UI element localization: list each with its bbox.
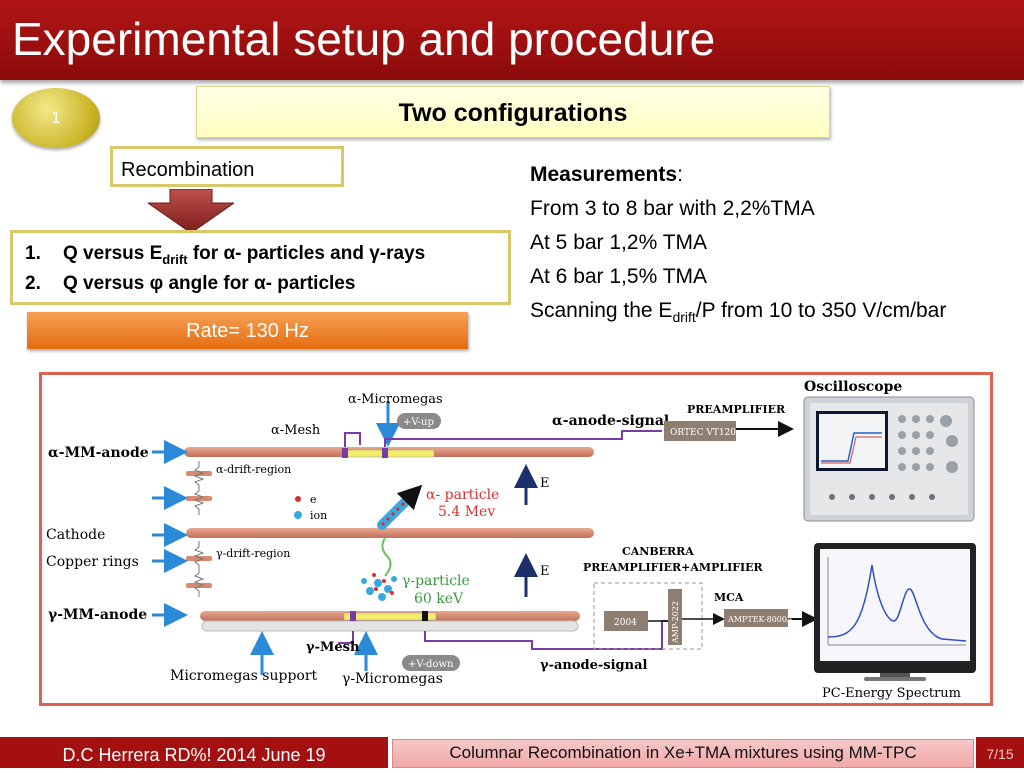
resistor-chain-icon xyxy=(193,461,205,597)
ion-dot-icon xyxy=(294,511,302,519)
copper-rings xyxy=(186,471,212,588)
gamma-mm-anode-label: γ-MM-anode xyxy=(48,607,147,623)
alpha-signal-wire xyxy=(384,430,662,447)
gamma-anode-signal-label: γ-anode-signal xyxy=(540,658,648,673)
list-item-text-end: for α- particles and γ-rays xyxy=(187,243,426,264)
alpha-energy-label: 5.4 Mev xyxy=(438,504,495,520)
mca-label: MCA xyxy=(714,591,744,604)
list-item-subscript: drift xyxy=(162,251,188,267)
gamma-anode-connector xyxy=(422,611,428,621)
alpha-mesh-wire xyxy=(344,432,361,447)
alpha-drift-region-label: α-drift-region xyxy=(216,463,291,476)
e-field-bottom-label: E xyxy=(540,564,550,579)
box-2004-label: 2004 xyxy=(614,618,637,628)
rate-bar: Rate= 130 Hz xyxy=(27,312,468,349)
gamma-micromegas-strip xyxy=(343,612,437,621)
alpha-mm-anode-label: α-MM-anode xyxy=(48,445,149,461)
list-item-text: Q versus φ angle for α- particles xyxy=(63,273,356,294)
list-item: 1. Q versus Edrift for α- particles and γ… xyxy=(25,239,508,269)
configurations-heading: Two configurations xyxy=(196,86,830,138)
canberra-dashed-frame xyxy=(593,582,703,650)
oscilloscope-label: Oscilloscope xyxy=(804,379,902,395)
setup-diagram-svg: α-Micromegas +V-up α-Mesh α-anode-signal… xyxy=(46,379,976,701)
alpha-anode-signal-label: α-anode-signal xyxy=(552,413,669,429)
down-arrow-icon xyxy=(148,189,234,233)
measurement-line-text-end: /P from 10 to 350 V/cm/bar xyxy=(695,299,947,322)
recombination-label: Recombination xyxy=(110,146,344,187)
slide-title: Experimental setup and procedure xyxy=(12,13,716,65)
box-2004 xyxy=(604,611,648,631)
measurement-line: At 6 bar 1,5% TMA xyxy=(530,265,708,288)
gamma-mesh-wire xyxy=(338,631,354,644)
alpha-micromegas-label: α-Micromegas xyxy=(348,392,443,407)
ortec-box xyxy=(664,421,736,441)
alpha-mesh-connector xyxy=(342,448,348,458)
v-down-pill xyxy=(402,655,460,671)
measurements-colon: : xyxy=(677,163,683,186)
setup-diagram: α-Micromegas +V-up α-Mesh α-anode-signal… xyxy=(39,372,993,706)
copper-rings-label: Copper rings xyxy=(46,554,139,570)
ion-label: ion xyxy=(310,509,327,522)
title-bar xyxy=(0,0,1024,80)
alpha-anode-connector xyxy=(382,448,388,458)
electron-dot-icon xyxy=(295,496,301,502)
gamma-mesh-label: γ-Mesh xyxy=(306,640,360,655)
e-field-top-label: E xyxy=(540,476,550,491)
alpha-mesh-label: α-Mesh xyxy=(271,423,321,438)
pc-monitor-icon xyxy=(814,543,976,681)
electron-label: e xyxy=(310,493,317,506)
v-up-label: +V-up xyxy=(403,417,434,428)
footer-author: D.C Herrera RD%! 2014 June 19 xyxy=(0,737,388,768)
v-up-pill xyxy=(397,413,441,429)
v-down-label: +V-down xyxy=(408,659,454,670)
measurement-line-text: Scanning the E xyxy=(530,299,673,322)
list-item-text: Q versus E xyxy=(63,243,163,264)
cathode-label: Cathode xyxy=(46,527,105,543)
amp-2022-label: AMP-2022 xyxy=(671,601,680,644)
alpha-track-icon xyxy=(377,484,423,530)
gamma-mesh-connector xyxy=(350,611,356,621)
gamma-drift-region-label: γ-drift-region xyxy=(216,547,290,560)
list-item-number: 2. xyxy=(25,273,41,294)
canberra-amplifier-label: PREAMPLIFIER+AMPLIFIER xyxy=(583,561,764,574)
amptek-label: AMPTEK-8000A xyxy=(727,615,793,624)
gamma-micromegas-label: γ-Micromegas xyxy=(342,671,443,687)
gamma-particle-label: γ-particle xyxy=(402,573,470,589)
alpha-particle-label: α- particle xyxy=(426,487,499,503)
list-item-number: 1. xyxy=(25,243,41,264)
footer-talk-title: Columnar Recombination in Xe+TMA mixture… xyxy=(392,739,974,768)
measurements-heading: Measurements xyxy=(530,163,678,186)
measurement-line: Scanning the Edrift/P from 10 to 350 V/c… xyxy=(530,294,946,334)
amp-2022-box xyxy=(668,589,682,645)
section-number-badge: 1 xyxy=(12,88,100,148)
ortec-label: ORTEC VT120 xyxy=(670,428,736,438)
amptek-box xyxy=(724,609,788,627)
pc-energy-spectrum-label: PC-Energy Spectrum xyxy=(822,686,961,701)
micromegas-support-plate xyxy=(201,620,579,632)
canberra-label: CANBERRA xyxy=(622,545,694,558)
oscilloscope-icon xyxy=(803,396,975,522)
measurement-list: 1. Q versus Edrift for α- particles and γ… xyxy=(10,230,511,305)
gamma-path-icon xyxy=(381,537,392,577)
list-item: 2. Q versus φ angle for α- particles xyxy=(25,269,508,299)
measurement-line: At 5 bar 1,2% TMA xyxy=(530,231,708,254)
measurement-line-subscript: drift xyxy=(672,309,696,326)
cathode-plate xyxy=(186,528,594,538)
preamplifier-label: PREAMPLIFIER xyxy=(687,403,786,416)
page-number: 7/15 xyxy=(976,737,1024,768)
measurement-line: From 3 to 8 bar with 2,2%TMA xyxy=(530,197,815,220)
micromegas-support-label: Micromegas support xyxy=(170,668,318,684)
gamma-energy-label: 60 keV xyxy=(414,591,464,607)
measurements-block: Measurements: From 3 to 8 bar with 2,2%T… xyxy=(530,158,946,334)
gamma-cloud-icon xyxy=(361,573,397,601)
